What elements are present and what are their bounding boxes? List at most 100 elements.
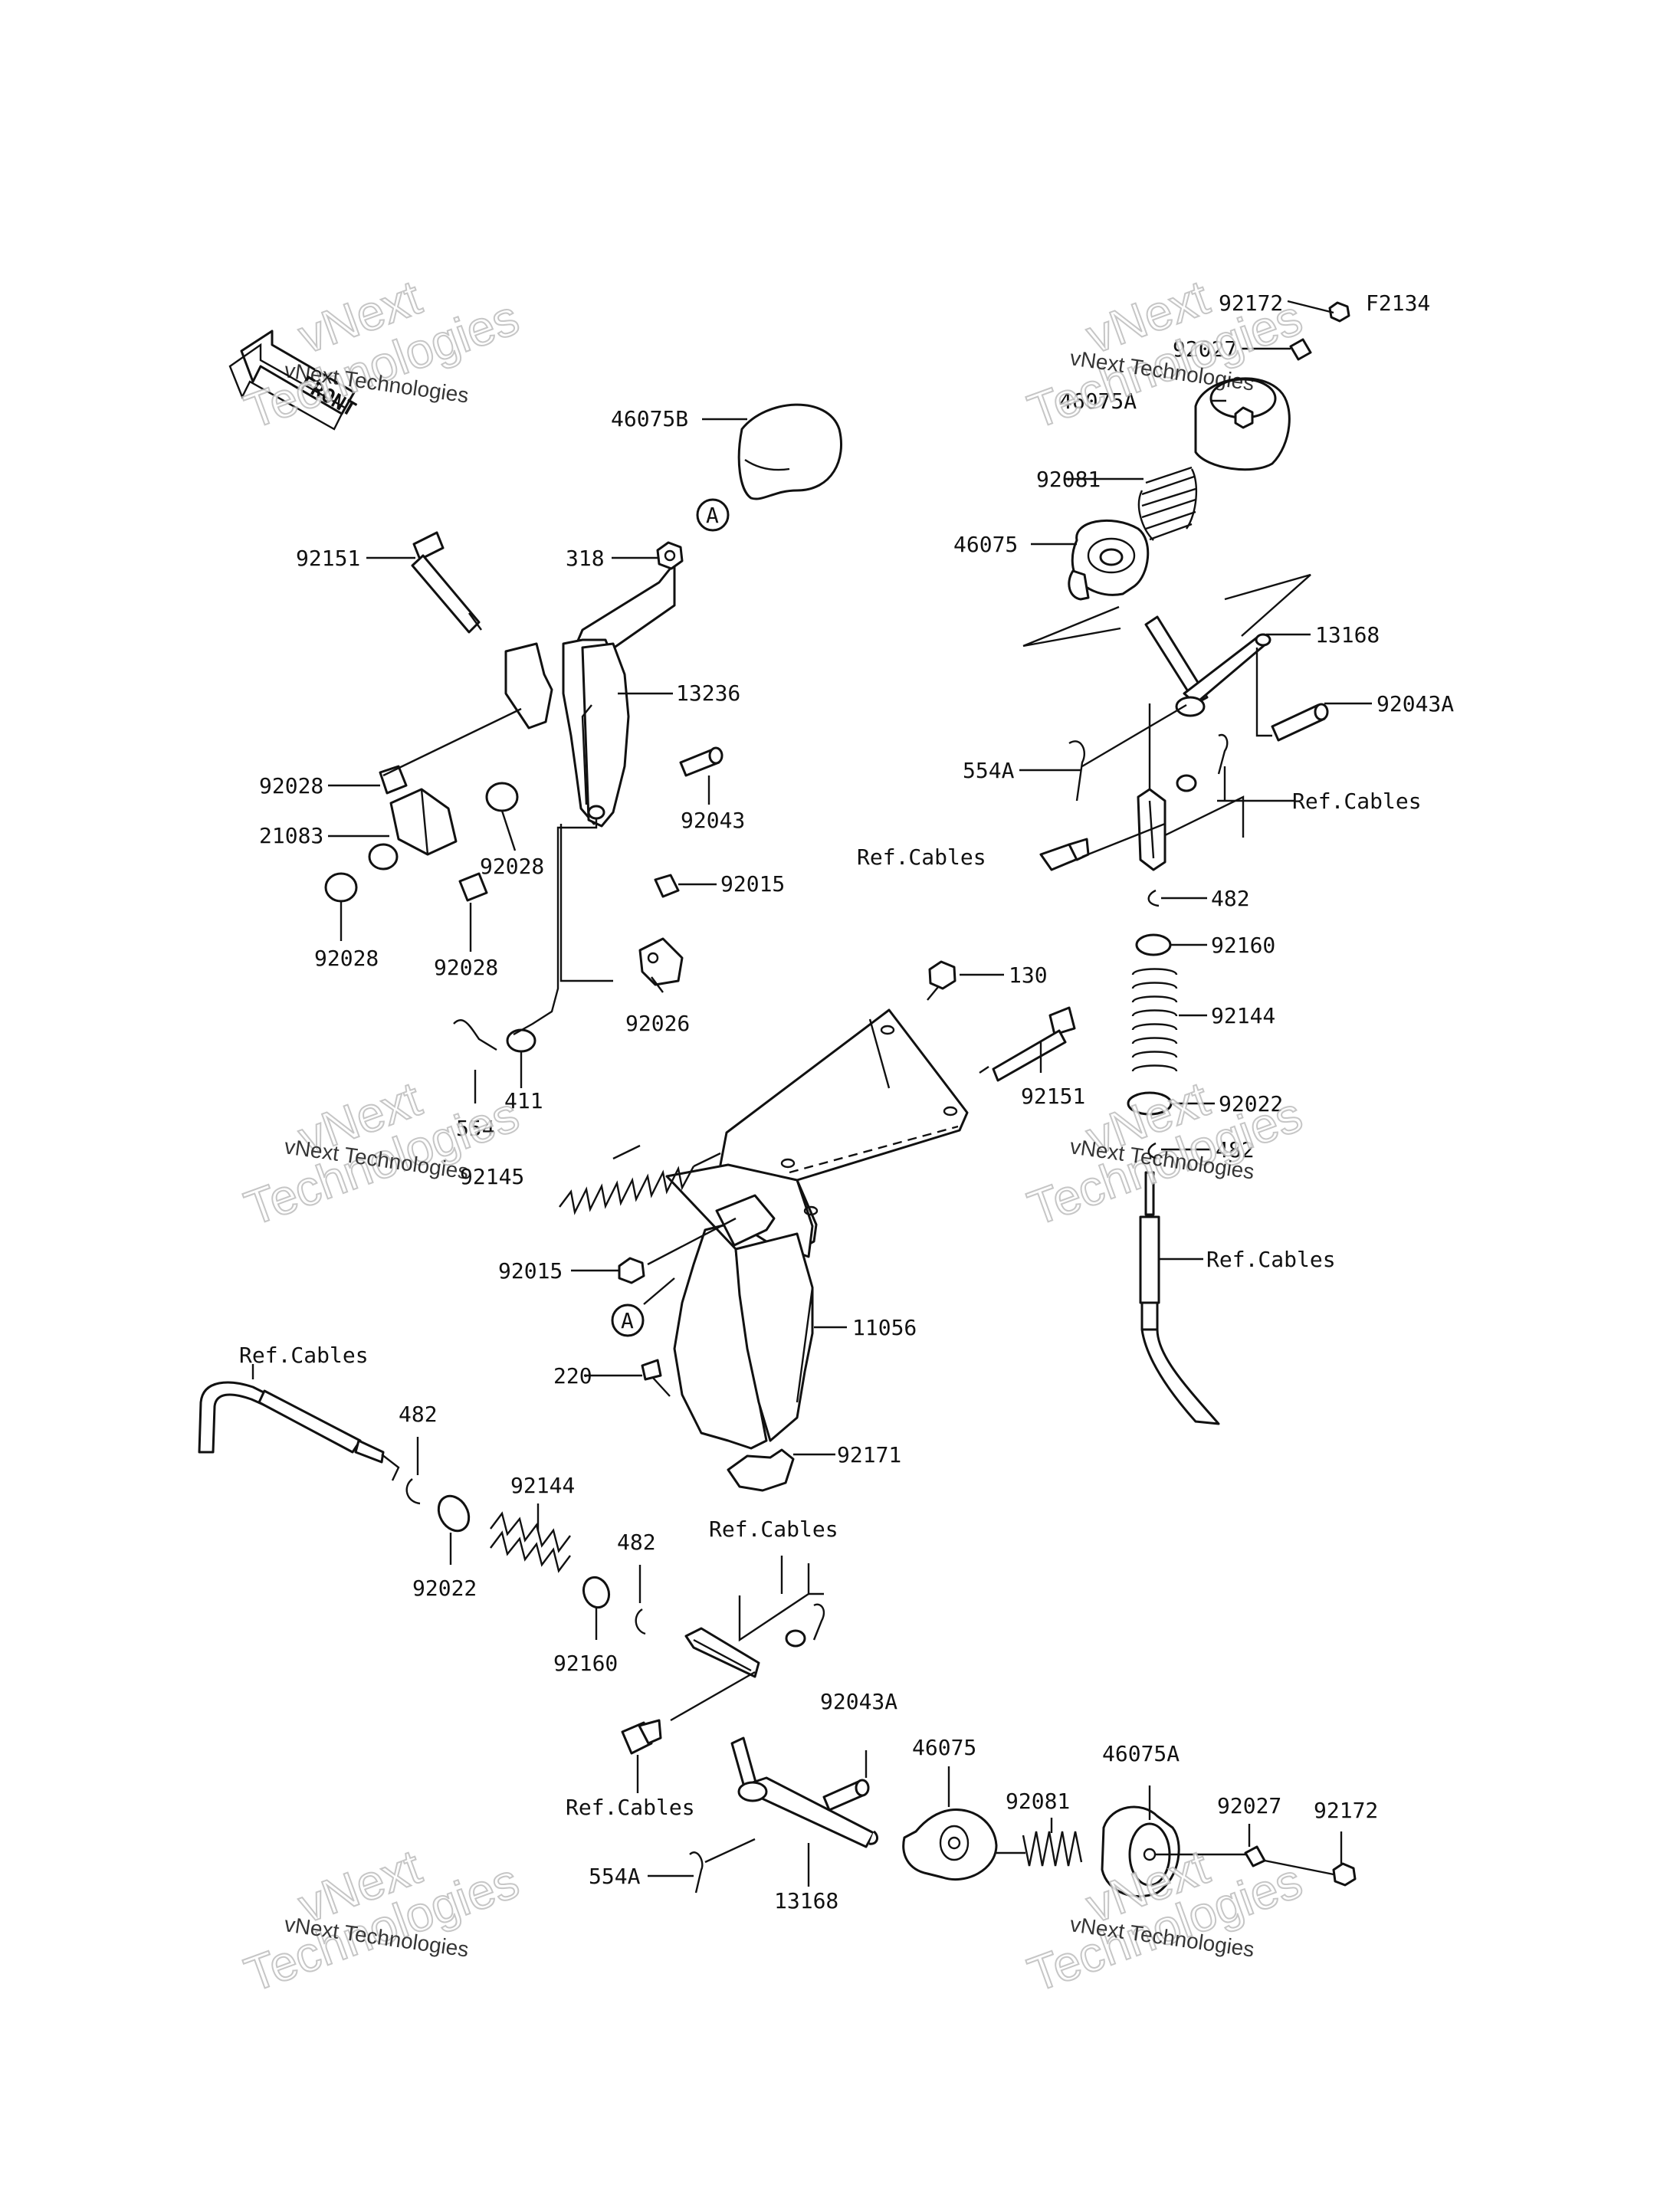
shift-lever-13236 — [504, 562, 676, 828]
label-92160-r: 92160 — [1211, 933, 1275, 958]
label-46075-top: 46075 — [953, 532, 1018, 557]
label-refcables-r3: Ref.Cables — [1206, 1247, 1336, 1272]
label-92015-mid: 92015 — [498, 1258, 563, 1284]
collar-92027-top — [1289, 338, 1312, 361]
bushing-92028-bottom — [458, 872, 488, 902]
label-92171: 92171 — [837, 1442, 901, 1467]
leader-lines-right — [1019, 300, 1372, 1261]
label-220: 220 — [553, 1363, 592, 1389]
callout-a-bottom — [611, 1303, 645, 1337]
label-92027-bottom: 92027 — [1217, 1793, 1281, 1818]
label-refcables-r2: Ref.Cables — [857, 844, 986, 870]
cotter-554a-bottom-icon — [689, 1851, 704, 1894]
washer-left-cable — [785, 1629, 806, 1648]
cotter-pin-554-icon — [453, 1019, 497, 1051]
callout-a-bottom-letter: A — [621, 1308, 634, 1333]
cable-left — [198, 1381, 400, 1481]
bolt-130 — [927, 960, 956, 1001]
pin-right-refcables — [1039, 838, 1090, 871]
cup-46075-top — [1068, 519, 1150, 601]
label-13168-top: 13168 — [1315, 622, 1380, 648]
label-482-r1: 482 — [1211, 886, 1250, 911]
label-92160-l: 92160 — [553, 1651, 618, 1676]
label-130: 130 — [1009, 962, 1048, 988]
label-92145: 92145 — [460, 1164, 524, 1189]
lever-13168-top — [1144, 615, 1271, 717]
nut-318 — [656, 541, 684, 570]
washer-92160-left — [582, 1576, 611, 1609]
clip-482-right-b — [1147, 1142, 1160, 1160]
pin-92043a-top — [1271, 703, 1329, 742]
bracket-11056 — [665, 1008, 969, 1450]
label-92144-l: 92144 — [510, 1473, 575, 1498]
label-92172-bottom: 92172 — [1314, 1798, 1378, 1823]
nut-92015-mid — [618, 1257, 645, 1284]
bushing-92028-left — [324, 872, 358, 903]
label-92081-bottom: 92081 — [1006, 1789, 1070, 1814]
label-13236: 13236 — [676, 680, 740, 706]
label-46075-bottom: 46075 — [912, 1735, 976, 1760]
washer-92160-right — [1135, 933, 1172, 956]
label-refcables-l2: Ref.Cables — [709, 1517, 838, 1542]
label-554a-bottom: 554A — [589, 1864, 641, 1889]
pin-92043 — [679, 746, 724, 777]
label-92027-top: 92027 — [1173, 336, 1237, 362]
watermark-bottom-right: vNext Technologies vNext Technologies — [1020, 1838, 1310, 2003]
watermark-mid-left: vNext Technologies vNext Technologies — [237, 1070, 527, 1237]
bolt-92151-mid — [979, 1006, 1076, 1082]
label-21083: 21083 — [259, 823, 323, 848]
label-554: 554 — [456, 1116, 495, 1141]
cup-46075-bottom — [902, 1808, 998, 1881]
callout-a-top-letter: A — [706, 503, 719, 528]
pin-right-cable-icon — [1217, 733, 1229, 775]
pin-left-cable-icon — [812, 1603, 825, 1641]
washer-411 — [506, 1028, 536, 1053]
spring-92144-left — [490, 1511, 571, 1573]
watermark-bottom-left: vNext Technologies vNext Technologies — [237, 1838, 527, 2003]
label-92043a-bottom: 92043A — [820, 1689, 897, 1714]
label-92043: 92043 — [681, 808, 745, 833]
label-92081-top: 92081 — [1036, 467, 1101, 492]
detail-bracket-lines — [1022, 573, 1311, 648]
cable-right — [1139, 1171, 1220, 1425]
washer-92022-right — [1127, 1091, 1173, 1116]
label-refcables-l3: Ref.Cables — [566, 1795, 695, 1820]
clamp-92171 — [727, 1448, 795, 1492]
label-482-l2: 482 — [617, 1530, 656, 1555]
label-46075a-bottom: 46075A — [1102, 1741, 1180, 1766]
label-92028-d: 92028 — [434, 955, 498, 980]
label-554a-top: 554A — [963, 758, 1015, 783]
leader-lines-left-top — [328, 418, 747, 1103]
bushing-92028-right — [485, 782, 519, 812]
callout-a-top — [696, 498, 730, 532]
washer-92022-left — [437, 1494, 471, 1533]
label-figure-code: F2134 — [1366, 290, 1430, 316]
nut-92015-top — [654, 874, 680, 898]
label-92172-top: 92172 — [1219, 290, 1283, 316]
pin-left-refcables — [621, 1719, 662, 1755]
label-92151-top: 92151 — [296, 546, 360, 571]
label-92026: 92026 — [625, 1011, 690, 1036]
label-92144-r: 92144 — [1211, 1003, 1275, 1028]
label-482-r2: 482 — [1216, 1137, 1255, 1162]
label-13168-bottom: 13168 — [774, 1888, 838, 1913]
label-482-l1: 482 — [399, 1402, 438, 1427]
washer-right-cable — [1176, 774, 1197, 792]
label-92043a-top: 92043A — [1376, 691, 1454, 716]
cable-link-left — [684, 1627, 760, 1678]
label-92022-l: 92022 — [412, 1576, 477, 1601]
label-11056: 11056 — [852, 1315, 917, 1340]
spring-92081-bottom — [1022, 1831, 1083, 1867]
clip-482-left-a — [405, 1478, 421, 1505]
label-92022-r: 92022 — [1219, 1091, 1283, 1117]
leader-lines-left-mid — [571, 973, 1042, 1456]
label-92028-c: 92028 — [314, 946, 379, 971]
bolt-92151-top — [411, 531, 482, 634]
label-411: 411 — [504, 1088, 543, 1113]
screw-220 — [641, 1359, 671, 1397]
label-refcables-l1: Ref.Cables — [239, 1343, 369, 1368]
label-92028-b: 92028 — [480, 854, 544, 879]
cotter-554a-top-icon — [1068, 740, 1086, 802]
clip-482-right-a — [1147, 889, 1160, 907]
